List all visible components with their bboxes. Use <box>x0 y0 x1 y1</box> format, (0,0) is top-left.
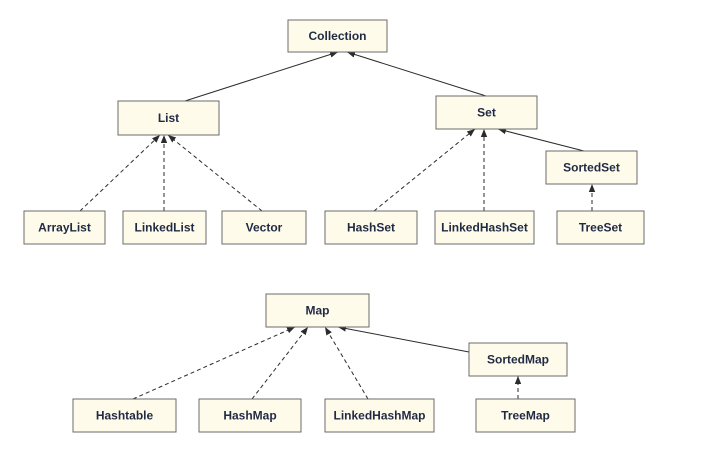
node-box-sortedset <box>545 150 638 185</box>
node-box-map <box>265 293 370 328</box>
node-arraylist: ArrayList <box>23 210 106 245</box>
edges-layer <box>79 51 596 400</box>
edge-set-to-collection <box>346 51 487 97</box>
node-linkedhashset: LinkedHashSet <box>434 210 535 245</box>
node-box-linkedhashmap <box>324 398 435 433</box>
node-linkedhashmap: LinkedHashMap <box>324 398 435 433</box>
node-box-vector <box>221 210 307 245</box>
node-box-sortedmap <box>468 342 568 377</box>
node-map: Map <box>265 293 370 328</box>
node-box-collection <box>287 19 388 53</box>
edge-arraylist-to-list <box>79 134 161 212</box>
node-label-hashtable: Hashtable <box>96 409 154 423</box>
node-list: List <box>117 100 220 136</box>
node-label-sortedmap: SortedMap <box>487 353 549 367</box>
node-treeset: TreeSet <box>556 210 645 245</box>
node-hashmap: HashMap <box>198 398 302 433</box>
node-label-map: Map <box>306 304 330 318</box>
node-sortedmap: SortedMap <box>468 342 568 377</box>
node-label-set: Set <box>477 106 496 120</box>
node-label-linkedhashmap: LinkedHashMap <box>333 409 425 423</box>
node-vector: Vector <box>221 210 307 245</box>
node-label-arraylist: ArrayList <box>38 221 91 235</box>
node-label-hashset: HashSet <box>347 221 395 235</box>
edge-list-to-collection <box>184 51 339 102</box>
node-label-vector: Vector <box>246 221 283 235</box>
node-label-linkedhashset: LinkedHashSet <box>441 221 528 235</box>
node-hashtable: Hashtable <box>72 398 177 433</box>
node-label-sortedset: SortedSet <box>563 161 620 175</box>
node-label-treemap: TreeMap <box>501 409 550 423</box>
node-box-linkedhashset <box>434 210 535 245</box>
node-label-list: List <box>158 111 179 125</box>
node-label-hashmap: HashMap <box>223 409 276 423</box>
node-box-treeset <box>556 210 645 245</box>
node-linkedlist: LinkedList <box>122 210 207 245</box>
node-label-collection: Collection <box>308 29 366 43</box>
edge-hashtable-to-map <box>132 326 296 400</box>
node-box-arraylist <box>23 210 106 245</box>
node-sortedset: SortedSet <box>545 150 638 185</box>
node-collection: Collection <box>287 19 388 53</box>
node-set: Set <box>435 95 538 130</box>
node-label-linkedlist: LinkedList <box>134 221 194 235</box>
node-box-hashmap <box>198 398 302 433</box>
node-treemap: TreeMap <box>475 398 576 433</box>
node-box-set <box>435 95 538 130</box>
node-box-hashset <box>324 210 418 245</box>
edge-sortedmap-to-map <box>337 325 470 353</box>
node-box-treemap <box>475 398 576 433</box>
node-label-treeset: TreeSet <box>579 221 622 235</box>
node-hashset: HashSet <box>324 210 418 245</box>
node-box-linkedlist <box>122 210 207 245</box>
node-box-hashtable <box>72 398 177 433</box>
edge-vector-to-list <box>167 134 263 212</box>
edge-linkedhashmap-to-map <box>324 326 369 400</box>
node-box-list <box>117 100 220 136</box>
edge-hashset-to-set <box>373 128 476 212</box>
edge-hashmap-to-map <box>251 326 309 400</box>
edge-sortedset-to-set <box>497 127 585 152</box>
